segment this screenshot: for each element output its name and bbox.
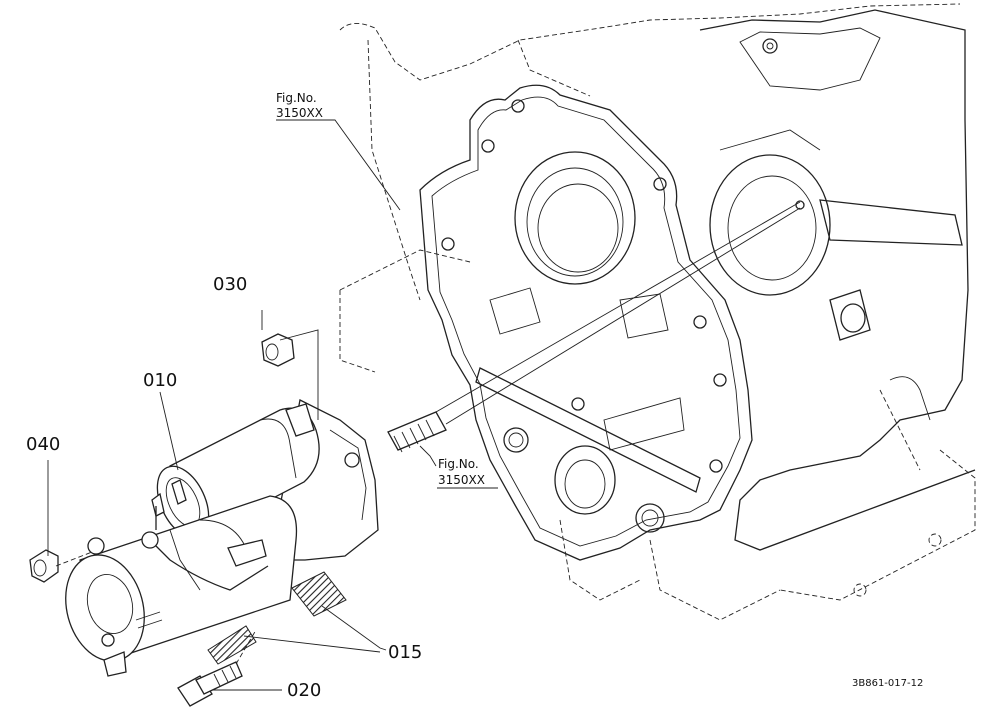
part-label-015: 015 bbox=[388, 642, 422, 663]
starter-motor bbox=[65, 399, 379, 677]
fig-ref-2-line2: 3150XX bbox=[438, 473, 485, 487]
leader-lines bbox=[47, 119, 498, 691]
part-label-030: 030 bbox=[213, 274, 247, 295]
diagram-code: 3B861-017-12 bbox=[852, 678, 923, 689]
part-label-020: 020 bbox=[287, 680, 321, 701]
figure-reference-1: Fig.No. 3150XX bbox=[276, 91, 323, 120]
nut-040 bbox=[29, 549, 59, 583]
figure-reference-2: Fig.No. 3150XX bbox=[438, 457, 485, 487]
fig-ref-1-line2: 3150XX bbox=[276, 106, 323, 120]
part-label-040: 040 bbox=[26, 434, 60, 455]
bolt-020 bbox=[177, 661, 243, 707]
shim-plates bbox=[207, 571, 347, 665]
part-label-010: 010 bbox=[143, 370, 177, 391]
nut-030 bbox=[261, 333, 295, 367]
engine-housing bbox=[339, 3, 976, 621]
fig-ref-1-line1: Fig.No. bbox=[276, 91, 317, 105]
stud-bolt bbox=[387, 200, 805, 453]
fig-ref-2-line1: Fig.No. bbox=[438, 457, 479, 471]
